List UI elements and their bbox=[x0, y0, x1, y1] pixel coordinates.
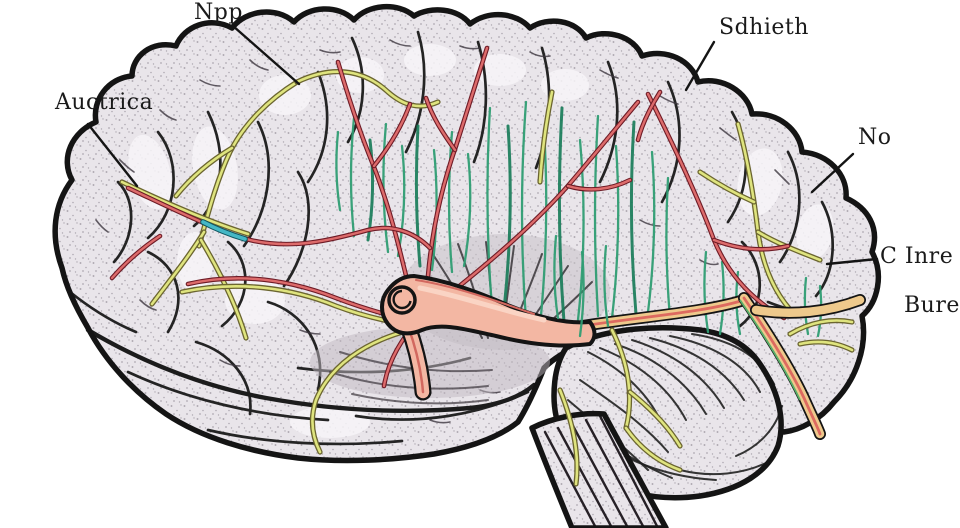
leader-line-no bbox=[810, 152, 855, 194]
label-auctrica: Auctrica bbox=[55, 90, 154, 115]
leader-line-npp bbox=[231, 24, 301, 86]
leader-line-c-inre bbox=[825, 257, 879, 266]
leader-line-sdhieth bbox=[684, 40, 716, 92]
brainstem-striations bbox=[543, 414, 660, 528]
label-c-inre: C Inre bbox=[880, 244, 954, 269]
trunk-curl bbox=[387, 285, 417, 315]
label-no: No bbox=[858, 125, 892, 150]
label-sdhieth: Sdhieth bbox=[719, 15, 809, 40]
label-npp: Npp bbox=[194, 0, 243, 25]
posterior-vessel bbox=[560, 298, 860, 484]
label-bure: Bure bbox=[904, 293, 960, 318]
leader-line-auctrica bbox=[86, 122, 139, 188]
green-hatch-overlay bbox=[553, 234, 610, 338]
stipple-twigs bbox=[95, 39, 790, 424]
salmon-trunk bbox=[380, 274, 597, 392]
brainstem bbox=[532, 414, 666, 528]
leader-lines bbox=[86, 24, 879, 266]
